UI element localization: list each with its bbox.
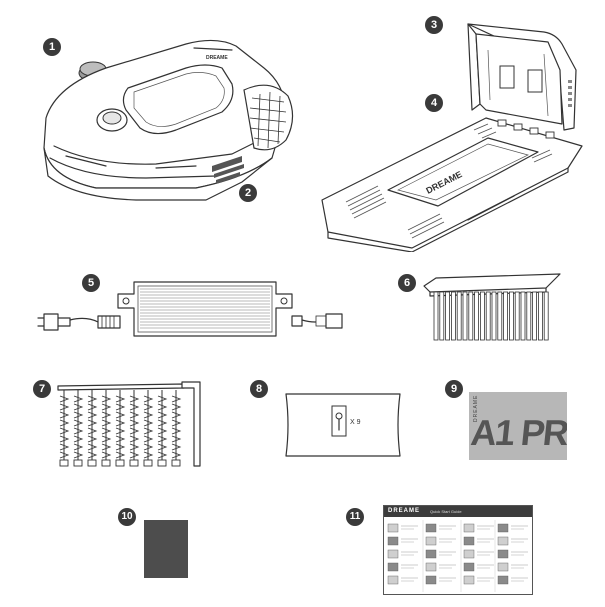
item-number-1: 1 <box>43 38 61 56</box>
item-number-3: 3 <box>425 16 443 34</box>
manual-model: A1 PRO <box>469 412 567 453</box>
item-number-5: 5 <box>82 274 100 292</box>
item-number-6: 6 <box>398 274 416 292</box>
blade-pack-label: X 9 <box>350 419 361 426</box>
blade-screws-pack: X 9 <box>284 392 402 458</box>
item-number-10: 10 <box>118 508 136 526</box>
warranty-card <box>144 520 188 578</box>
item-number-2: 2 <box>239 184 257 202</box>
item-number-11: 11 <box>346 508 364 526</box>
quick-start-guide: DREAME Quick Start Guide <box>383 505 533 595</box>
power-adapter-illustration <box>30 272 350 344</box>
blade-set-illustration <box>54 376 214 476</box>
item-number-4: 4 <box>425 94 443 112</box>
item-number-8: 8 <box>250 380 268 398</box>
mower-logo: DREAME <box>206 55 228 61</box>
robot-mower-illustration: DREAME <box>36 38 302 208</box>
guide-brand: DREAME <box>388 508 421 514</box>
user-manual-cover: DREAME A1 PRO <box>469 392 567 460</box>
item-number-9: 9 <box>445 380 463 398</box>
charging-station-base-illustration: DREAME <box>318 110 584 252</box>
charging-station-top-illustration <box>464 20 580 132</box>
item-number-7: 7 <box>33 380 51 398</box>
guide-title: Quick Start Guide <box>430 509 462 514</box>
blade-guard-illustration <box>420 266 566 344</box>
